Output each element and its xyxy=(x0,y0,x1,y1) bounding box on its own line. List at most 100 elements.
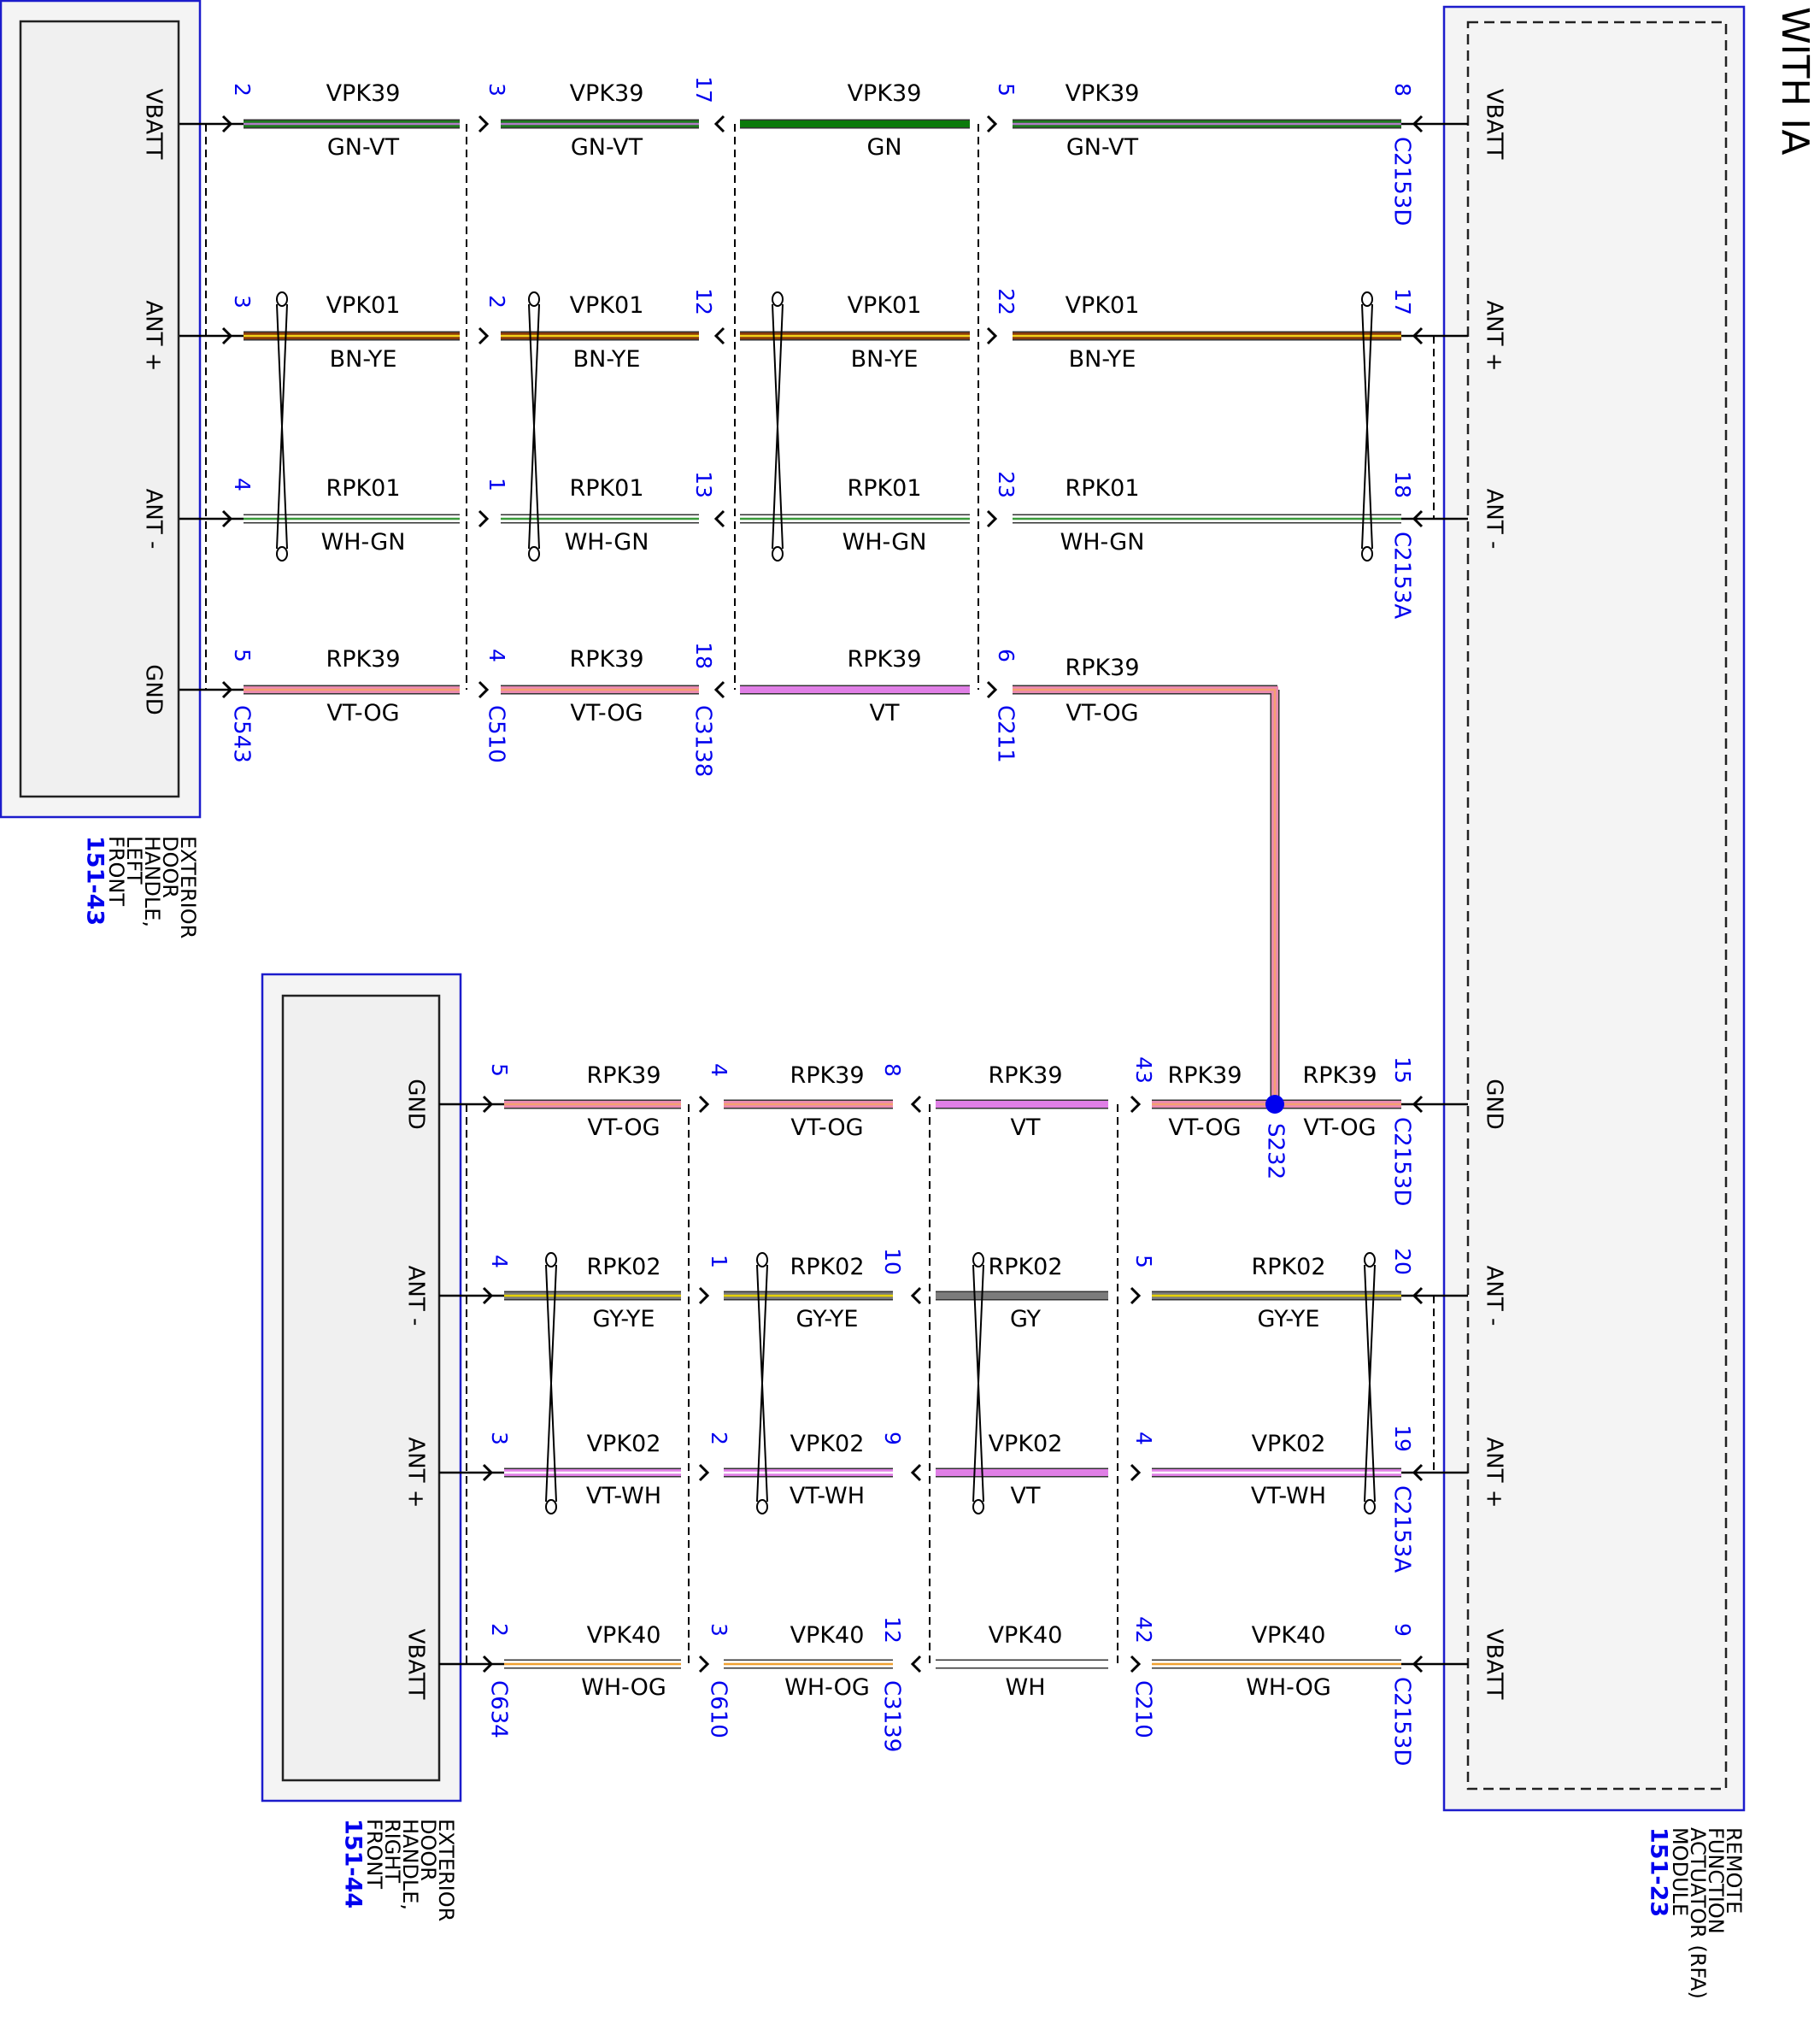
wire-circuit-label: RPK39 xyxy=(569,646,643,673)
pin-arrow xyxy=(698,1463,710,1482)
pin-arrow xyxy=(482,1655,494,1673)
wire-color-label: WH xyxy=(1006,1674,1046,1701)
pin-number: 3 xyxy=(484,83,509,97)
wire-color-label: VT-OG xyxy=(587,1114,660,1141)
pin-arrow xyxy=(482,1463,494,1482)
wire-circuit-label: RPK01 xyxy=(1065,475,1139,502)
pin-arrow xyxy=(478,680,490,699)
pin-number: 13 xyxy=(691,471,716,498)
wire-color-label: VT-WH xyxy=(790,1483,865,1509)
pin-number: 1 xyxy=(484,478,509,491)
rfa-module-inner xyxy=(1466,21,1728,1791)
wire-color-label: VT xyxy=(1011,1483,1041,1509)
twisted-pair-end xyxy=(528,546,540,562)
wire-circuit-label: VPK01 xyxy=(326,292,401,319)
pin-arrow xyxy=(698,1286,710,1305)
pin-number: 1 xyxy=(707,1255,731,1268)
pin-arrow xyxy=(221,680,233,699)
pin-arrow xyxy=(478,326,490,345)
pin-arrow xyxy=(698,1095,710,1114)
right-front-handle-name-line: EXTERIOR xyxy=(434,1819,458,1921)
wire-color-label: WH-OG xyxy=(581,1674,666,1701)
pin-arrow xyxy=(910,1463,922,1482)
right-front-handle-ref: 151-44 xyxy=(340,1819,367,1908)
pin-arrow xyxy=(1130,1095,1142,1114)
wire-color-label: VT xyxy=(1011,1114,1041,1141)
pin-number: 9 xyxy=(1390,1623,1415,1637)
left-front-signal-label: VBATT xyxy=(141,89,167,160)
wire-circuit-label: VPK02 xyxy=(790,1431,865,1457)
wire-color-label: GY-YE xyxy=(796,1306,859,1332)
wire-color-label: VT-WH xyxy=(586,1483,661,1509)
wire-circuit-label: VPK39 xyxy=(326,80,401,107)
pin-number: 12 xyxy=(880,1616,905,1644)
wire-circuit-label: RPK39 xyxy=(988,1062,1062,1089)
wire-color-label: WH-GN xyxy=(321,529,406,556)
pin-number: 6 xyxy=(994,649,1019,662)
wire-color-label: BN-YE xyxy=(573,346,641,373)
wire-color-label: WH-OG xyxy=(784,1674,870,1701)
right-front-handle-name-line: HANDLE, xyxy=(398,1819,422,1910)
wire-circuit-label: VPK01 xyxy=(848,292,922,319)
pin-number: 4 xyxy=(707,1063,731,1077)
wire-circuit-label: RPK01 xyxy=(569,475,643,502)
rfa-module-ref: 151-23 xyxy=(1646,1827,1672,1917)
wire-color-label: GN-VT xyxy=(327,134,400,161)
pin-number: 2 xyxy=(487,1623,512,1637)
pin-arrow xyxy=(910,1655,922,1673)
right-front-handle-name-line: FRONT xyxy=(362,1819,386,1889)
rfa-module-name-line: REMOTE xyxy=(1722,1827,1746,1914)
twisted-pair-line xyxy=(972,1264,984,1503)
connector-id: C3138 xyxy=(690,705,716,777)
pin-arrow xyxy=(713,326,725,345)
left-front-signal-label: GND xyxy=(141,664,167,715)
wire-color-label: BN-YE xyxy=(851,346,919,373)
pin-number: 15 xyxy=(1390,1056,1415,1084)
left-front-handle-name-line: FRONT xyxy=(104,836,128,906)
pin-arrow xyxy=(221,115,233,133)
twisted-pair-end xyxy=(772,546,784,562)
pin-number: 10 xyxy=(880,1248,905,1275)
right-front-handle-inner xyxy=(281,994,441,1782)
twisted-pair-end xyxy=(972,1252,984,1267)
pin-number: 23 xyxy=(994,471,1019,498)
connector-id: C210 xyxy=(1130,1680,1156,1738)
wire-circuit-label: RPK39 xyxy=(586,1062,660,1089)
rfa-module-name-line: MODULE xyxy=(1668,1827,1692,1916)
pin-arrow xyxy=(986,509,998,528)
pin-number: 12 xyxy=(691,288,716,315)
pin-number: 9 xyxy=(880,1432,905,1445)
twisted-pair-end xyxy=(545,1499,557,1514)
rfa-signal-label: ANT - xyxy=(1482,1266,1507,1326)
wire-color-label: VT-OG xyxy=(1168,1114,1241,1141)
pin-arrow xyxy=(482,1286,494,1305)
pin-arrow xyxy=(1130,1286,1142,1305)
wire-circuit-label: VPK40 xyxy=(587,1622,661,1649)
pin-arrow xyxy=(698,1655,710,1673)
twisted-pair-line xyxy=(276,303,288,550)
pin-number: 2 xyxy=(230,83,255,97)
pin-arrow xyxy=(910,1095,922,1114)
right-front-signal-label: ANT + xyxy=(403,1437,429,1508)
twisted-pair-end xyxy=(1364,1252,1376,1267)
left-front-handle-name-line: LEFT xyxy=(122,836,146,885)
splice-point xyxy=(1265,1095,1284,1114)
rfa-signal-label: ANT + xyxy=(1482,300,1507,371)
left-front-handle-name-line: DOOR xyxy=(158,836,182,898)
pin-arrow xyxy=(482,1095,494,1114)
twisted-pair-end xyxy=(972,1499,984,1514)
pin-number: 4 xyxy=(230,478,255,491)
twisted-pair-end xyxy=(276,291,288,307)
pin-number: 43 xyxy=(1131,1056,1156,1084)
wire-color-label: VT-OG xyxy=(790,1114,863,1141)
connector-id: C211 xyxy=(993,705,1019,763)
twisted-pair-end xyxy=(756,1252,768,1267)
wire-color-label: GN-VT xyxy=(1066,134,1139,161)
pin-number: 20 xyxy=(1390,1248,1415,1275)
wire-circuit-label: RPK02 xyxy=(586,1254,660,1280)
wire-color-label: GN-VT xyxy=(571,134,643,161)
splice-label: S232 xyxy=(1263,1123,1289,1179)
rfa-signal-label: VBATT xyxy=(1482,89,1507,160)
pin-number: 5 xyxy=(994,83,1019,97)
page-title: WITH IA xyxy=(1773,7,1817,156)
